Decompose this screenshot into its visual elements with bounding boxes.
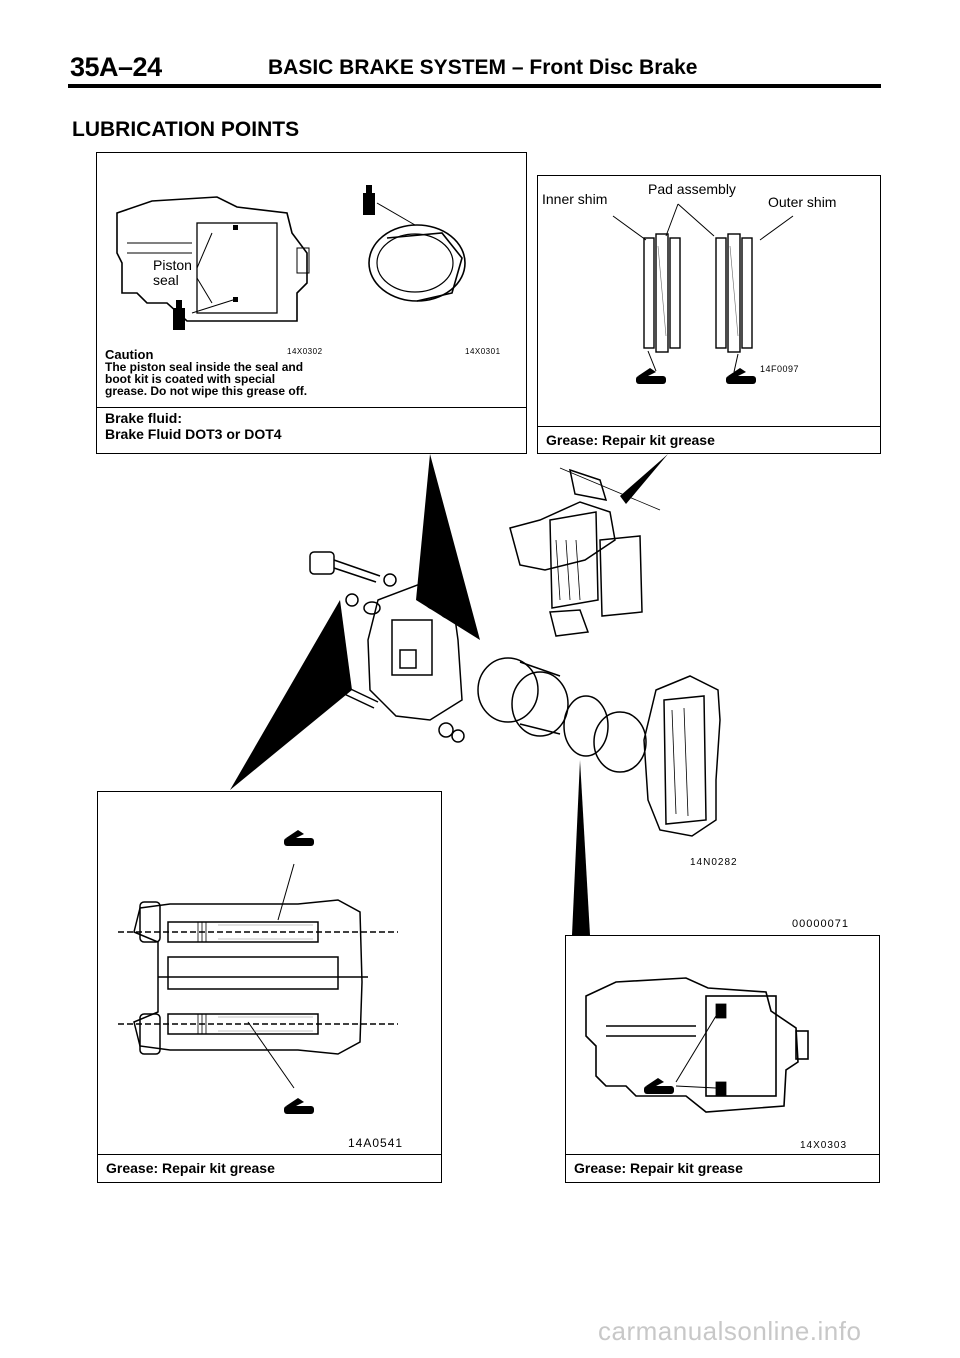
- panel-caliper-bracket: 14X0303 Grease: Repair kit grease: [565, 935, 880, 1183]
- panel-pad-assembly: Inner shim Pad assembly Outer shim 14F0: [537, 175, 881, 454]
- piston-seal-label: Piston seal: [153, 257, 192, 288]
- figure-code: 14F0097: [760, 364, 800, 374]
- guide-pin-cross-section: [118, 830, 398, 1114]
- outer-shim-label: Outer shim: [768, 194, 837, 210]
- grease-caption: Grease: Repair kit grease: [538, 426, 880, 453]
- pad-assembly-label: Pad assembly: [648, 181, 736, 197]
- header-rule: [68, 84, 881, 88]
- caliper-piston-illustration: [116, 185, 466, 330]
- figure-code: 14X0302: [287, 347, 323, 356]
- caliper-bracket-illustration: [585, 977, 809, 1113]
- panel-piston-seal: Piston seal 14X0302 14X0301 Caution The …: [96, 152, 527, 454]
- grease-caption: Grease: Repair kit grease: [566, 1154, 879, 1182]
- figure-code: 14X0301: [465, 347, 501, 356]
- page-number: 35A–24: [70, 52, 162, 82]
- figure-code: 14X0303: [800, 1140, 848, 1151]
- fluid-caption: Brake fluid: Brake Fluid DOT3 or DOT4: [97, 407, 526, 453]
- panel-guide-pin-section: 14A0541 Grease: Repair kit grease: [97, 791, 442, 1183]
- caution-note: Caution The piston seal inside the seal …: [105, 347, 308, 398]
- page-title: BASIC BRAKE SYSTEM – Front Disc Brake: [268, 56, 698, 79]
- pad-shim-illustration: [612, 203, 794, 384]
- watermark: carmanualsonline.info: [598, 1316, 862, 1346]
- figure-code: 00000071: [792, 918, 849, 930]
- section-title: LUBRICATION POINTS: [72, 118, 300, 141]
- grease-caption: Grease: Repair kit grease: [98, 1154, 441, 1182]
- figure-code: 14N0282: [690, 857, 738, 868]
- figure-code: 14A0541: [348, 1136, 404, 1150]
- inner-shim-label: Inner shim: [542, 191, 608, 207]
